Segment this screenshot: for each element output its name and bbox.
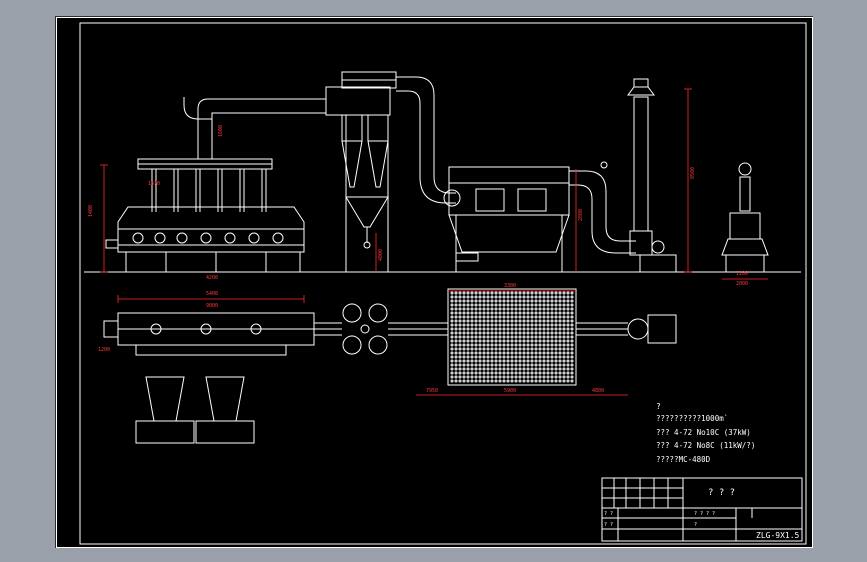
note-line: ??????????1000m` bbox=[656, 414, 728, 423]
title-block-label: ? ? bbox=[604, 511, 613, 517]
note-line: ??? 4-72 No8C (11kW/?) bbox=[656, 441, 755, 450]
outer-frame bbox=[56, 17, 813, 548]
notes-heading: ? bbox=[656, 402, 661, 411]
cad-drawing: 1400 1670 4200 5400 1600 9000 4000 2880 … bbox=[56, 17, 813, 548]
fluid-bed-dryer-elevation bbox=[105, 118, 305, 272]
dim-label: 1600 bbox=[218, 125, 224, 137]
title-block-label: ? ? bbox=[604, 522, 613, 528]
dim-label: 2000 bbox=[736, 281, 748, 287]
hopper-icon bbox=[135, 376, 255, 444]
technical-notes: ? ??????????1000m` ??? 4-72 No10C (37kW)… bbox=[656, 402, 755, 464]
title-block-drawing-number: ZLG-9X1.5 bbox=[756, 531, 800, 540]
plan-view bbox=[103, 288, 677, 444]
exhaust-stack bbox=[627, 78, 677, 273]
cyclone-group bbox=[325, 71, 397, 272]
dim-label: 4000 bbox=[378, 249, 384, 261]
dim-label: 1670 bbox=[148, 181, 160, 187]
dimension-lines bbox=[100, 88, 768, 396]
fan-duct bbox=[569, 161, 636, 254]
dimension-texts: 1400 1670 4200 5400 1600 9000 4000 2880 … bbox=[88, 125, 748, 394]
title-block-name: ? ? ? bbox=[708, 488, 735, 498]
note-line: ??? 4-72 No10C (37kW) bbox=[656, 428, 751, 437]
transfer-duct bbox=[396, 76, 461, 207]
dim-label: 5900 bbox=[504, 388, 516, 394]
dim-label: 1100 bbox=[736, 271, 748, 277]
dim-label: 4200 bbox=[206, 275, 218, 281]
filter-bag-grid bbox=[450, 291, 574, 383]
title-block-label: ? ? ? ? bbox=[694, 511, 715, 517]
inner-frame bbox=[79, 22, 807, 545]
bag-filter-elevation bbox=[448, 166, 570, 272]
dim-label: 9000 bbox=[206, 303, 218, 309]
dim-label: 7950 bbox=[426, 388, 438, 394]
dim-label: 1200 bbox=[98, 347, 110, 353]
side-view bbox=[721, 162, 769, 273]
dim-label: 3300 bbox=[504, 283, 516, 289]
exhaust-duct bbox=[183, 97, 326, 120]
note-line: ?????MC-480D bbox=[656, 455, 711, 464]
dim-label: 5400 bbox=[206, 291, 218, 297]
title-block-label: ? bbox=[694, 522, 697, 528]
dim-label: 4800 bbox=[592, 388, 604, 394]
title-block: ? ? ? ZLG-9X1.5 ? ? ? ? ? ? ? ? ? bbox=[601, 477, 803, 542]
cad-viewport[interactable]: 1400 1670 4200 5400 1600 9000 4000 2880 … bbox=[55, 16, 813, 548]
dim-label: 8500 bbox=[690, 167, 696, 179]
dim-label: 1400 bbox=[88, 205, 94, 217]
dim-label: 2880 bbox=[578, 209, 584, 221]
